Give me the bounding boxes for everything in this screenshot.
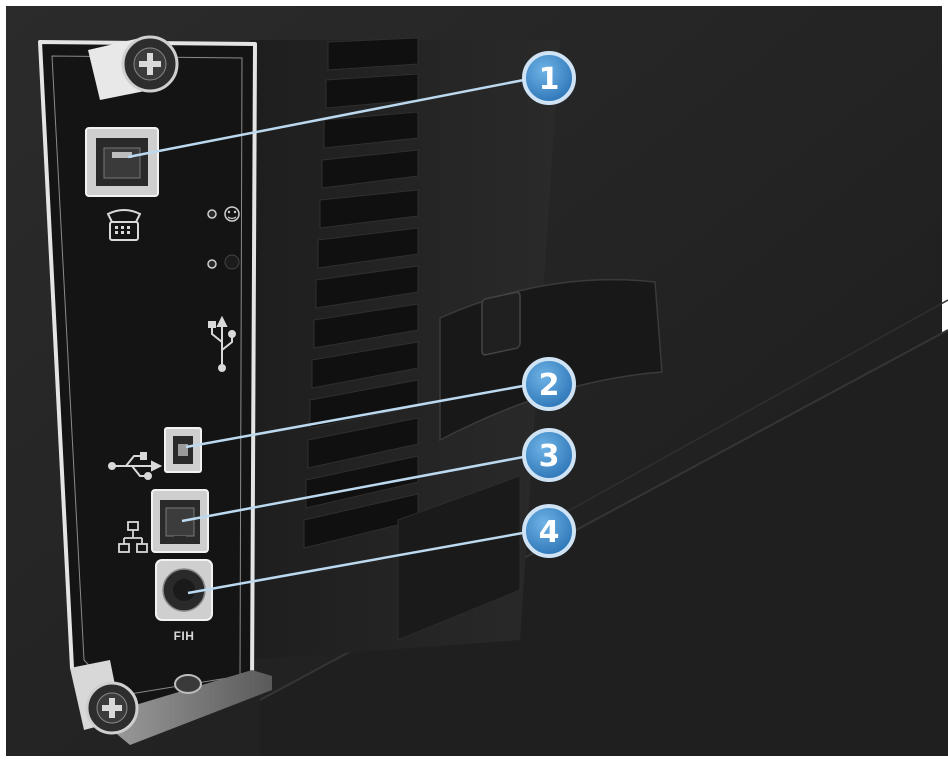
callout-1: 1 (522, 51, 576, 105)
status-leds (207, 206, 240, 270)
leader-line-4 (187, 529, 535, 595)
fih-port (155, 559, 213, 621)
usb-port (164, 427, 202, 473)
printer-lower-surface (260, 330, 948, 756)
telephone-icon (106, 209, 142, 241)
top-thumbscrew (88, 35, 179, 100)
callout-number-1: 1 (539, 62, 560, 97)
callout-4: 4 (522, 504, 576, 558)
callout-2: 2 (522, 357, 576, 411)
vent-slots (303, 37, 419, 549)
fih-label: FIH (174, 629, 195, 643)
leader-line-2 (185, 382, 535, 449)
fax-port (85, 127, 159, 197)
base-plate (112, 670, 272, 745)
lower-recess (397, 475, 521, 641)
bottom-thumbscrew (70, 660, 139, 735)
usb-icon (108, 452, 163, 480)
leader-lines (127, 76, 535, 595)
callout-3: 3 (522, 428, 576, 482)
leader-line-3 (181, 453, 535, 523)
network-port (151, 489, 209, 553)
leader-line-1 (127, 76, 535, 159)
usb-host-icon (208, 315, 236, 372)
network-icon (118, 521, 148, 553)
callout-number-2: 2 (539, 368, 560, 403)
callout-number-3: 3 (539, 439, 560, 474)
callout-number-4: 4 (539, 515, 560, 550)
base-screw-hole (174, 674, 202, 694)
